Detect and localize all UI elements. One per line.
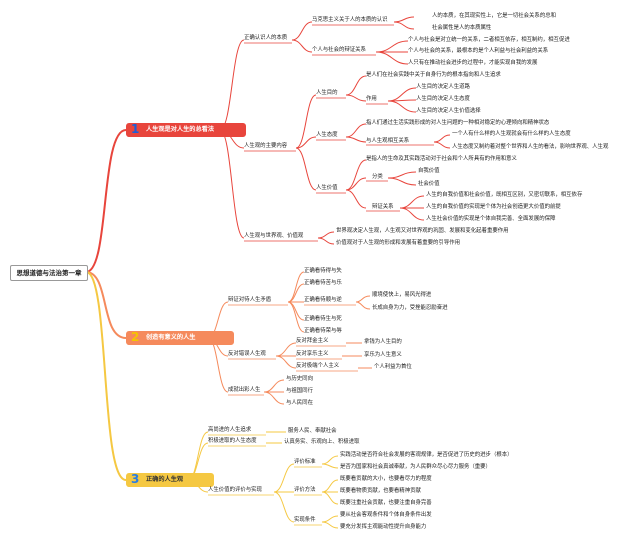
leaf-is-3: 人只有在推动社会进步的过程中，才能实现自我的发展 bbox=[408, 60, 538, 66]
leaf-dialectical-1: 人生的自我价值和社会价值，既相互区别，又密切联系，相互依存 bbox=[426, 192, 583, 198]
node-noble-pursuit[interactable]: 高尚进的人生追求 bbox=[208, 427, 252, 433]
node-adversity[interactable]: 正确看待顺与逆 bbox=[304, 297, 342, 303]
leaf-method-2: 既要看物质贡献，也要看精神贡献 bbox=[340, 488, 421, 494]
node-oppose-wrong[interactable]: 反对错误人生观 bbox=[228, 351, 266, 357]
branch-3-node[interactable]: 3 正确的人生观 bbox=[126, 472, 214, 487]
leaf-function-1: 人生目的决定人生道路 bbox=[416, 84, 470, 90]
leaf-is-2: 个人与社会的关系，最根本的是个人利益与社会利益的关系 bbox=[408, 48, 549, 54]
leaf-gain-loss: 正确看待得与失 bbox=[304, 268, 342, 274]
leaf-hedonism: 享乐为人生意义 bbox=[364, 352, 402, 358]
branch-3-label: 正确的人生观 bbox=[146, 476, 184, 483]
node-conditions[interactable]: 实现条件 bbox=[294, 517, 316, 523]
leaf-function-2: 人生目的决定人生态度 bbox=[416, 96, 470, 102]
node-classification[interactable]: 分类 bbox=[372, 174, 383, 180]
leaf-relation-2: 人生态度又制约着对整个世界和人生的看法，影响世界观、人生观 bbox=[452, 144, 609, 150]
leaf-adversity-1: 顺境使快上，易风光得进 bbox=[372, 292, 432, 298]
leaf-positive-attitude: 认真务实、乐观向上、积极进取 bbox=[284, 439, 360, 445]
leaf-social-value: 社会价值 bbox=[418, 181, 440, 187]
node-individualism[interactable]: 反对极端个人主义 bbox=[296, 363, 340, 369]
leaf-money-worship: 拿钱为人生目的 bbox=[364, 339, 402, 345]
node-function[interactable]: 作用 bbox=[366, 96, 377, 102]
leaf-dialectical-3: 人生社会价值的实现是个体自我完善、全面发展的保障 bbox=[426, 216, 556, 222]
leaf-self-value: 自我价值 bbox=[418, 168, 440, 174]
node-contradictions[interactable]: 辩证对待人生矛盾 bbox=[228, 297, 272, 303]
node-main-content[interactable]: 人生观的主要内容 bbox=[244, 143, 288, 149]
node-attitude-relation[interactable]: 与人生观相互关系 bbox=[366, 138, 410, 144]
branch-2-number: 2 bbox=[131, 330, 140, 344]
leaf-noble-pursuit: 服务人民、奉献社会 bbox=[288, 428, 337, 434]
node-achieve-life[interactable]: 成就出彩人生 bbox=[228, 387, 261, 393]
node-life-purpose[interactable]: 人生目的 bbox=[316, 90, 338, 96]
node-life-value[interactable]: 人生价值 bbox=[316, 185, 338, 191]
leaf-purpose-def: 是人们在社会实践中关于自身行为的根本指向和人生追求 bbox=[366, 72, 501, 78]
leaf-life-death: 正确看待生与死 bbox=[304, 316, 342, 322]
leaf-honor-shame: 正确看待荣与辱 bbox=[304, 328, 342, 334]
branch-2-node[interactable]: 2 创造有意义的人生 bbox=[126, 330, 234, 345]
leaf-adversity-2: 长成自身为力，受挫能忍励奋进 bbox=[372, 305, 448, 311]
node-positive-attitude[interactable]: 积极进取的人生态度 bbox=[208, 438, 257, 444]
leaf-worldview-1: 世界观决定人生观，人生观又对世界观的巩固、发展和变化起着重要作用 bbox=[336, 228, 509, 234]
node-dialectical[interactable]: 辩证关系 bbox=[372, 204, 394, 210]
leaf-relation-1: 一个人有什么样的人生观就会有什么样的人生态度 bbox=[452, 131, 571, 137]
leaf-history: 与历史同向 bbox=[286, 376, 313, 382]
node-correct-understanding[interactable]: 正确认识人的本质 bbox=[244, 35, 288, 41]
node-methods[interactable]: 评价方法 bbox=[294, 487, 316, 493]
node-individual-society[interactable]: 个人与社会的辩证关系 bbox=[312, 47, 366, 53]
leaf-dialectical-2: 人生的自我价值的实现是个体为社会创造更大价值的前提 bbox=[426, 204, 561, 210]
branch-1-number: 1 bbox=[131, 122, 140, 136]
leaf-value-def: 是指人的生命及其实践活动对于社会和个人所具有的作用和意义 bbox=[366, 156, 517, 162]
node-money-worship[interactable]: 反对拜金主义 bbox=[296, 338, 329, 344]
node-worldview[interactable]: 人生观与世界观、价值观 bbox=[244, 233, 304, 239]
node-life-attitude[interactable]: 人生态度 bbox=[316, 132, 338, 138]
branch-1-node[interactable]: 1 人生观是对人生的总看法 bbox=[126, 122, 246, 137]
branch-3-number: 3 bbox=[131, 472, 140, 486]
leaf-worldview-2: 价值观对于人生观的形成和发展有着重要的引导作用 bbox=[336, 240, 460, 246]
leaf-people: 与人民同在 bbox=[286, 400, 313, 406]
leaf-condition-1: 要从社会客观条件和个体自身条件出发 bbox=[340, 512, 432, 518]
branch-1-label: 人生观是对人生的总看法 bbox=[146, 126, 215, 133]
leaf-criteria-1: 实践活动是否符合社会发展的客观规律，是否促进了历史的进步（根本） bbox=[340, 452, 513, 458]
leaf-function-3: 人生目的决定人生价值选择 bbox=[416, 108, 481, 114]
leaf-method-1: 既要看贡献的大小，也要看尽力的程度 bbox=[340, 476, 432, 482]
root-node[interactable]: 思想道德与法治第一章 bbox=[10, 265, 88, 281]
node-criteria[interactable]: 评价标准 bbox=[294, 459, 316, 465]
leaf-is-1: 个人与社会是对立统一的关系，二者相互依存，相互制约，相互促进 bbox=[408, 37, 570, 43]
leaf-method-3: 既要注重社会贡献，也要注重自身完善 bbox=[340, 500, 432, 506]
leaf-motherland: 与祖国同行 bbox=[286, 388, 313, 394]
node-evaluation[interactable]: 人生价值的评价与实现 bbox=[208, 487, 262, 493]
leaf-pain-joy: 正确看待苦与乐 bbox=[304, 280, 342, 286]
leaf-condition-2: 要充分发挥主观能动性提升自身能力 bbox=[340, 524, 427, 530]
node-hedonism[interactable]: 反对享乐主义 bbox=[296, 351, 329, 357]
node-marxist-view[interactable]: 马克思主义关于人的本质的认识 bbox=[312, 17, 388, 23]
leaf-essence-1: 人的本质，在其现实性上，它是一切社会关系的总和 bbox=[432, 13, 556, 19]
branch-2-label: 创造有意义的人生 bbox=[146, 334, 196, 341]
leaf-individualism: 个人利益为首位 bbox=[374, 364, 412, 370]
leaf-attitude-def: 指人们通过生活实践形成的对人生问题的一种相对稳定的心理倾向和精神状态 bbox=[366, 120, 550, 126]
leaf-criteria-2: 是否为国家和社会真诚奉献，为人民群众尽心尽力服务（重要） bbox=[340, 464, 491, 470]
leaf-essence-2: 社会属性是人的本质属性 bbox=[432, 25, 492, 31]
